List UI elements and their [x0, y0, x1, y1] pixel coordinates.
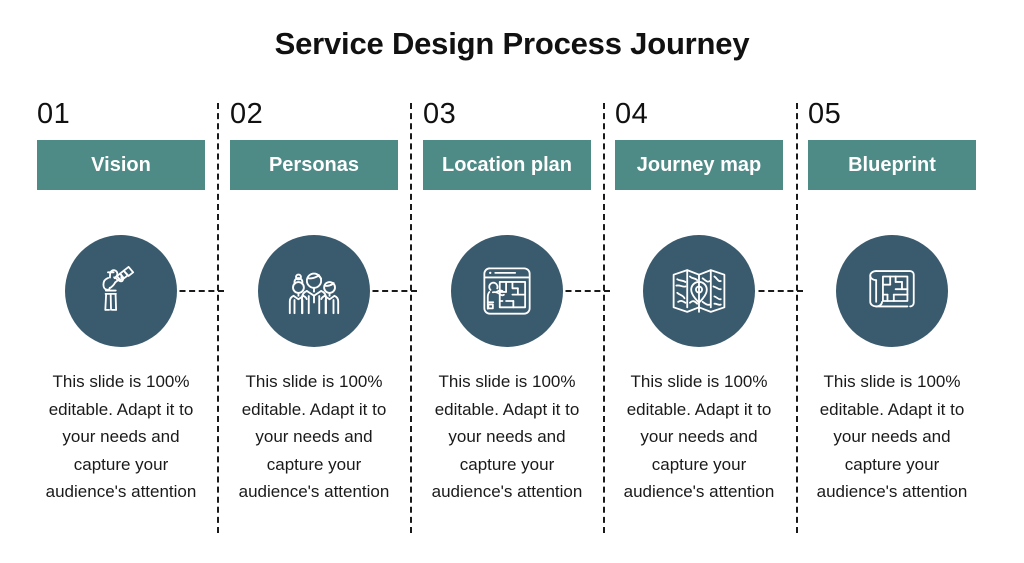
connector-1-2	[141, 290, 224, 292]
column-divider-3	[603, 103, 605, 533]
step-description-01: This slide is 100% editable. Adapt it to…	[45, 372, 197, 502]
step-icon-circle-05[interactable]	[836, 235, 948, 347]
floor-plan-person-icon	[478, 262, 536, 320]
step-description-04: This slide is 100% editable. Adapt it to…	[623, 372, 775, 502]
step-number-04: 04	[615, 98, 649, 130]
step-column-journey-map[interactable]: 04 Journey map	[615, 0, 808, 563]
step-title-bar-02[interactable]: Personas	[230, 140, 398, 190]
step-label-vision: Vision	[91, 153, 151, 176]
step-label-location-plan: Location plan	[442, 153, 572, 176]
column-divider-4	[796, 103, 798, 533]
step-number-01: 01	[37, 98, 71, 130]
step-number-03: 03	[423, 98, 457, 130]
step-title-bar-03[interactable]: Location plan	[423, 140, 591, 190]
people-group-icon	[284, 261, 344, 321]
step-description-05: This slide is 100% editable. Adapt it to…	[816, 372, 968, 502]
step-column-vision[interactable]: 01 Vision	[37, 0, 230, 563]
column-divider-2	[410, 103, 412, 533]
page-title: Service Design Process Journey	[274, 26, 750, 61]
step-title-bar-04[interactable]: Journey map	[615, 140, 783, 190]
step-description-02: This slide is 100% editable. Adapt it to…	[238, 372, 390, 502]
connector-4-5	[720, 290, 803, 292]
blueprint-roll-icon	[863, 262, 921, 320]
connector-2-3	[334, 290, 417, 292]
step-column-location-plan[interactable]: 03 Location plan	[423, 0, 616, 563]
step-label-blueprint: Blueprint	[848, 153, 936, 176]
step-description-03: This slide is 100% editable. Adapt it to…	[431, 372, 583, 502]
step-icon-circle-02[interactable]	[258, 235, 370, 347]
step-column-personas[interactable]: 02 Personas	[230, 0, 423, 563]
step-icon-circle-01[interactable]	[65, 235, 177, 347]
step-label-journey-map: Journey map	[636, 153, 762, 176]
step-title-bar-05[interactable]: Blueprint	[808, 140, 976, 190]
step-number-02: 02	[230, 98, 264, 130]
column-divider-1	[217, 103, 219, 533]
step-label-personas: Personas	[268, 153, 360, 176]
telescope-person-icon	[92, 262, 150, 320]
step-icon-circle-03[interactable]	[451, 235, 563, 347]
step-column-blueprint[interactable]: 05 Blueprint	[808, 0, 1001, 563]
step-title-bar-01[interactable]: Vision	[37, 140, 205, 190]
folded-map-pin-icon	[670, 262, 728, 320]
step-icon-circle-04[interactable]	[643, 235, 755, 347]
connector-3-4	[527, 290, 610, 292]
step-number-05: 05	[808, 98, 842, 130]
